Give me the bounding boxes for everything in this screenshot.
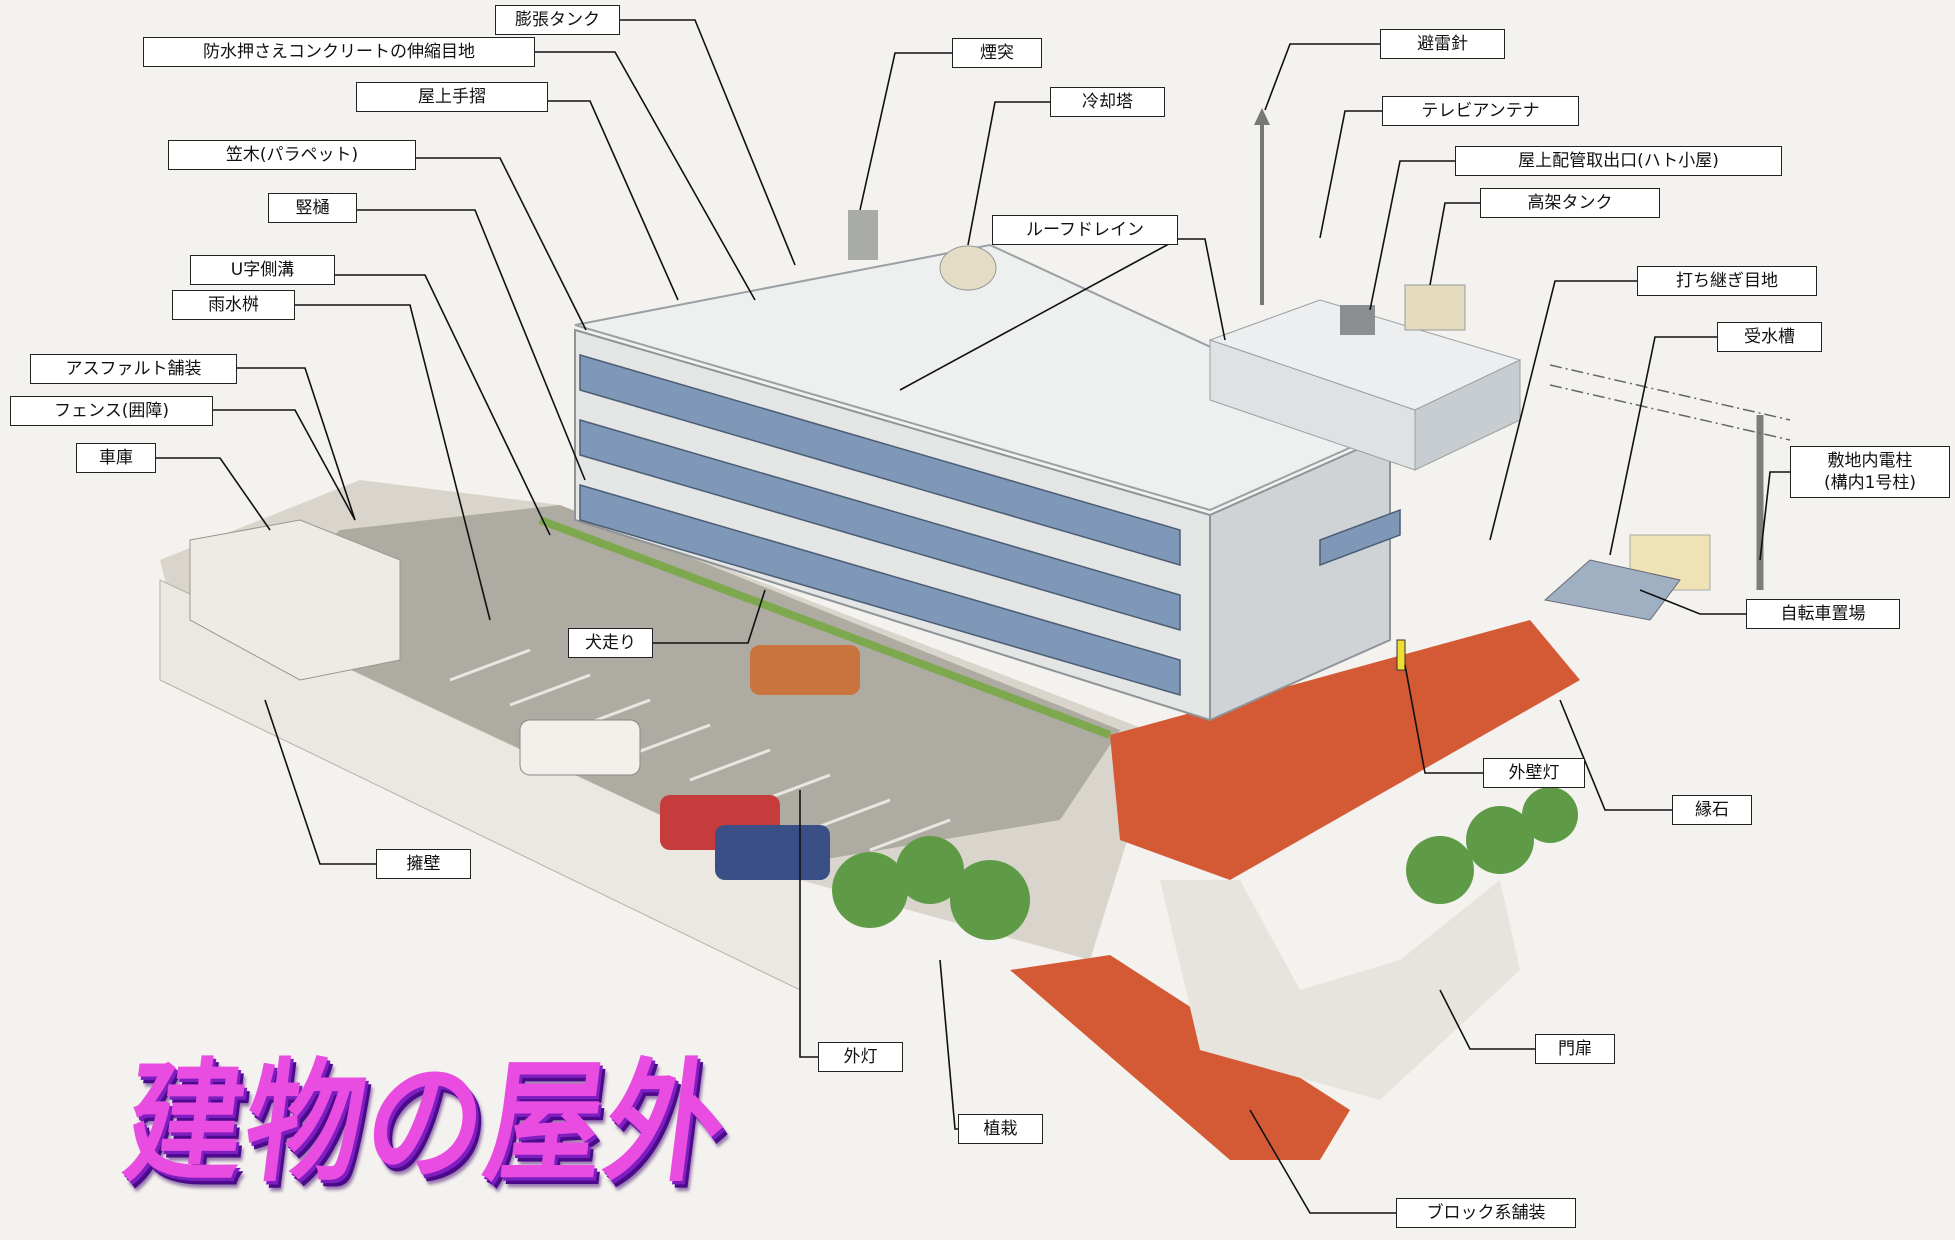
label-block-paving: ブロック系舗装 [1396, 1198, 1576, 1228]
utility-pole-line-1: 敷地内電柱 [1827, 451, 1913, 471]
light-path [1160, 880, 1520, 1100]
label-roof-drain: ルーフドレイン [992, 215, 1178, 245]
hedge [538, 516, 1112, 739]
entrance-paving [1110, 620, 1580, 880]
label-construction-joint: 打ち継ぎ目地 [1637, 266, 1817, 296]
label-tv-antenna: テレビアンテナ [1382, 96, 1579, 126]
label-wall-light: 外壁灯 [1483, 758, 1585, 788]
power-lines [1549, 364, 1791, 441]
bicycle-parking-shape [1543, 559, 1681, 621]
trees [832, 787, 1578, 940]
label-outdoor-light: 外灯 [818, 1042, 903, 1072]
label-utility-pole: 敷地内電柱 (構内1号柱) [1790, 446, 1950, 498]
building-side-face [1209, 433, 1391, 722]
pipe-outlet-shape [1340, 305, 1375, 335]
label-asphalt: アスファルト舗装 [30, 354, 237, 384]
label-planting: 植栽 [958, 1114, 1043, 1144]
label-chimney: 煙突 [952, 38, 1042, 68]
label-gate: 門扉 [1535, 1034, 1615, 1064]
path-paving [1010, 955, 1350, 1160]
car-white [519, 719, 641, 776]
label-downpipe: 竪樋 [268, 193, 357, 223]
cooling-tower-shape [939, 245, 997, 291]
label-rain-basin: 雨水桝 [172, 290, 295, 320]
chimney-shape [848, 210, 878, 260]
label-roof-pipe-outlet: 屋上配管取出口(ハト小屋) [1455, 146, 1782, 176]
leader-lines [156, 19, 1790, 1214]
label-fence: フェンス(囲障) [10, 396, 213, 426]
lightning-rod-tip [1254, 108, 1270, 125]
label-waterproof-joint: 防水押さえコンクリートの伸縮目地 [143, 37, 535, 67]
windows [579, 354, 1401, 696]
utility-pole-line-2: (構内1号柱) [1823, 473, 1917, 493]
car-blue [715, 825, 830, 880]
label-retaining-wall: 擁壁 [376, 849, 471, 879]
label-water-tank: 受水槽 [1717, 322, 1822, 352]
label-lightning-rod: 避雷針 [1380, 29, 1505, 59]
page-title: 建物の屋外 [116, 1045, 737, 1200]
garage-shape [189, 519, 401, 681]
wall-light-shape [1396, 639, 1406, 671]
label-roof-handrail: 屋上手摺 [356, 82, 548, 112]
label-curb: 縁石 [1672, 795, 1752, 825]
label-u-gutter: U字側溝 [190, 255, 335, 285]
elevated-tank-shape [1404, 284, 1466, 331]
label-expansion-tank: 膨張タンク [495, 5, 620, 35]
label-bicycle-parking: 自転車置場 [1746, 599, 1900, 629]
label-coping: 笠木(パラペット) [168, 140, 416, 170]
label-cooling-tower: 冷却塔 [1050, 87, 1165, 117]
car-orange [750, 645, 860, 695]
label-elevated-tank: 高架タンク [1480, 188, 1660, 218]
parking-asphalt [220, 505, 1120, 880]
label-eaves-gutter: 犬走り [568, 628, 653, 658]
label-garage: 車庫 [76, 443, 156, 473]
